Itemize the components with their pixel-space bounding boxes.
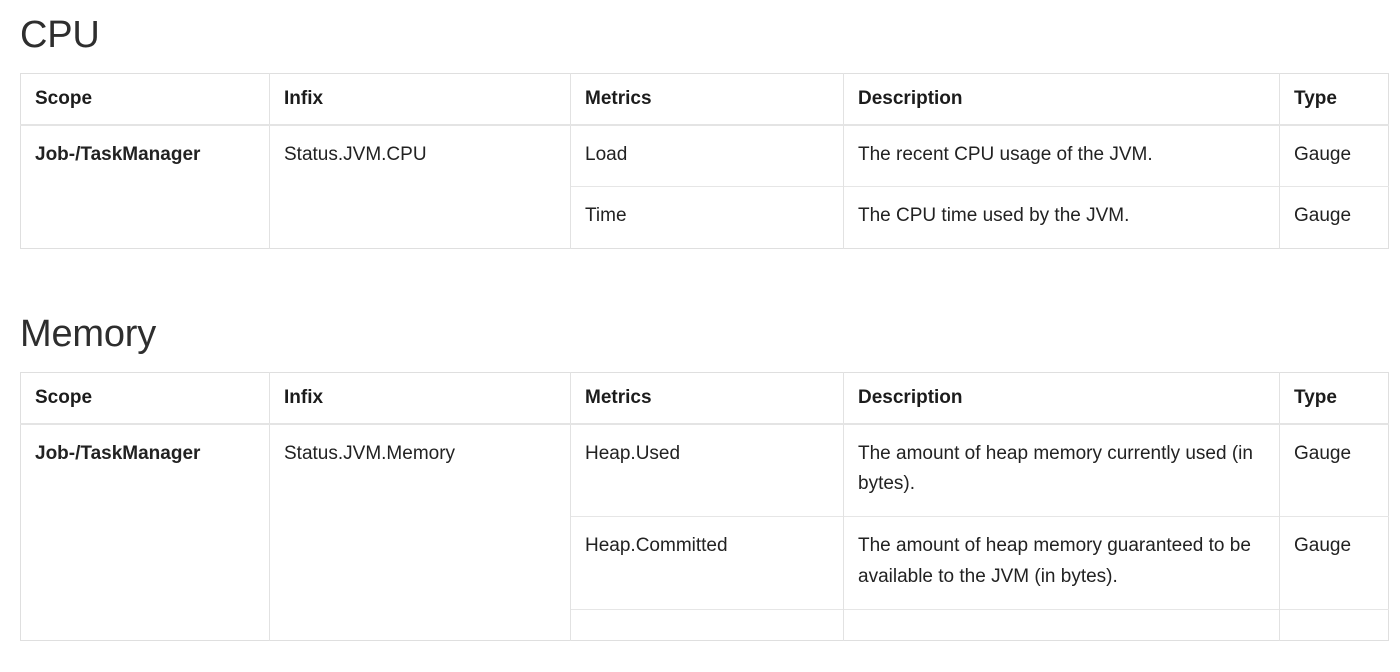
table-row: Heap.Committed The amount of heap memory… — [21, 516, 1389, 610]
cell-scope: Job-/TaskManager — [20, 423, 270, 641]
column-header-type: Type — [1279, 372, 1389, 425]
cpu-table-body: Job-/TaskManager Status.JVM.CPU Load The… — [20, 124, 1389, 249]
column-header-scope: Scope — [20, 73, 270, 126]
cpu-table-header: Scope Infix Metrics Description Type — [20, 73, 1389, 126]
cell-description: The amount of heap memory guaranteed to … — [843, 516, 1280, 610]
document-page: CPU Scope Infix Metrics Description Type… — [20, 14, 1389, 641]
cell-metrics: Time — [570, 186, 844, 249]
table-row: Job-/TaskManager Status.JVM.CPU Load The… — [20, 124, 1389, 249]
cell-metrics: Heap.Committed — [570, 516, 844, 610]
page-title-cpu: CPU — [20, 14, 100, 56]
column-header-metrics: Metrics — [570, 73, 844, 126]
table-header-row: Scope Infix Metrics Description Type — [20, 73, 1389, 126]
table-header-row: Scope Infix Metrics Description Type — [20, 372, 1389, 425]
cell-type: Gauge — [1279, 186, 1389, 249]
cpu-metrics-table: Scope Infix Metrics Description Type Job… — [20, 72, 1389, 250]
section-spacer — [20, 249, 1388, 297]
cell-scope: Job-/TaskManager — [20, 124, 270, 249]
cell-type: Gauge — [1294, 143, 1352, 165]
memory-table-header: Scope Infix Metrics Description Type — [20, 372, 1389, 425]
column-header-description: Description — [843, 73, 1280, 126]
table-row: Job-/TaskManager Status.JVM.Memory Heap.… — [20, 423, 1389, 641]
page-title-memory: Memory — [20, 313, 157, 356]
column-header-scope: Scope — [20, 372, 270, 425]
cell-description: The recent CPU usage of the JVM. — [843, 124, 1280, 187]
cell-metrics: Load — [570, 124, 844, 187]
column-header-infix: Infix — [269, 372, 571, 425]
cell-type — [1279, 608, 1389, 641]
column-header-metrics: Metrics — [570, 372, 844, 425]
memory-table-body: Job-/TaskManager Status.JVM.Memory Heap.… — [20, 423, 1389, 641]
cell-metrics: Heap.Used — [570, 423, 844, 517]
cell-description — [843, 608, 1280, 641]
column-header-type: Type — [1279, 73, 1389, 126]
table-row-partial — [21, 608, 1389, 641]
memory-metrics-table: Scope Infix Metrics Description Type Job… — [20, 371, 1389, 641]
cell-infix: Status.JVM.Memory — [269, 423, 571, 641]
cell-type: Gauge — [1294, 442, 1352, 464]
cell-type: Gauge — [1279, 516, 1389, 610]
table-row: Time The CPU time used by the JVM. Gauge — [21, 186, 1389, 249]
cell-description: The amount of heap memory currently used… — [843, 423, 1280, 517]
column-header-description: Description — [843, 372, 1280, 425]
cell-metrics — [570, 608, 844, 641]
cell-description: The CPU time used by the JVM. — [843, 186, 1280, 249]
cell-infix: Status.JVM.CPU — [269, 124, 571, 249]
column-header-infix: Infix — [269, 73, 571, 126]
